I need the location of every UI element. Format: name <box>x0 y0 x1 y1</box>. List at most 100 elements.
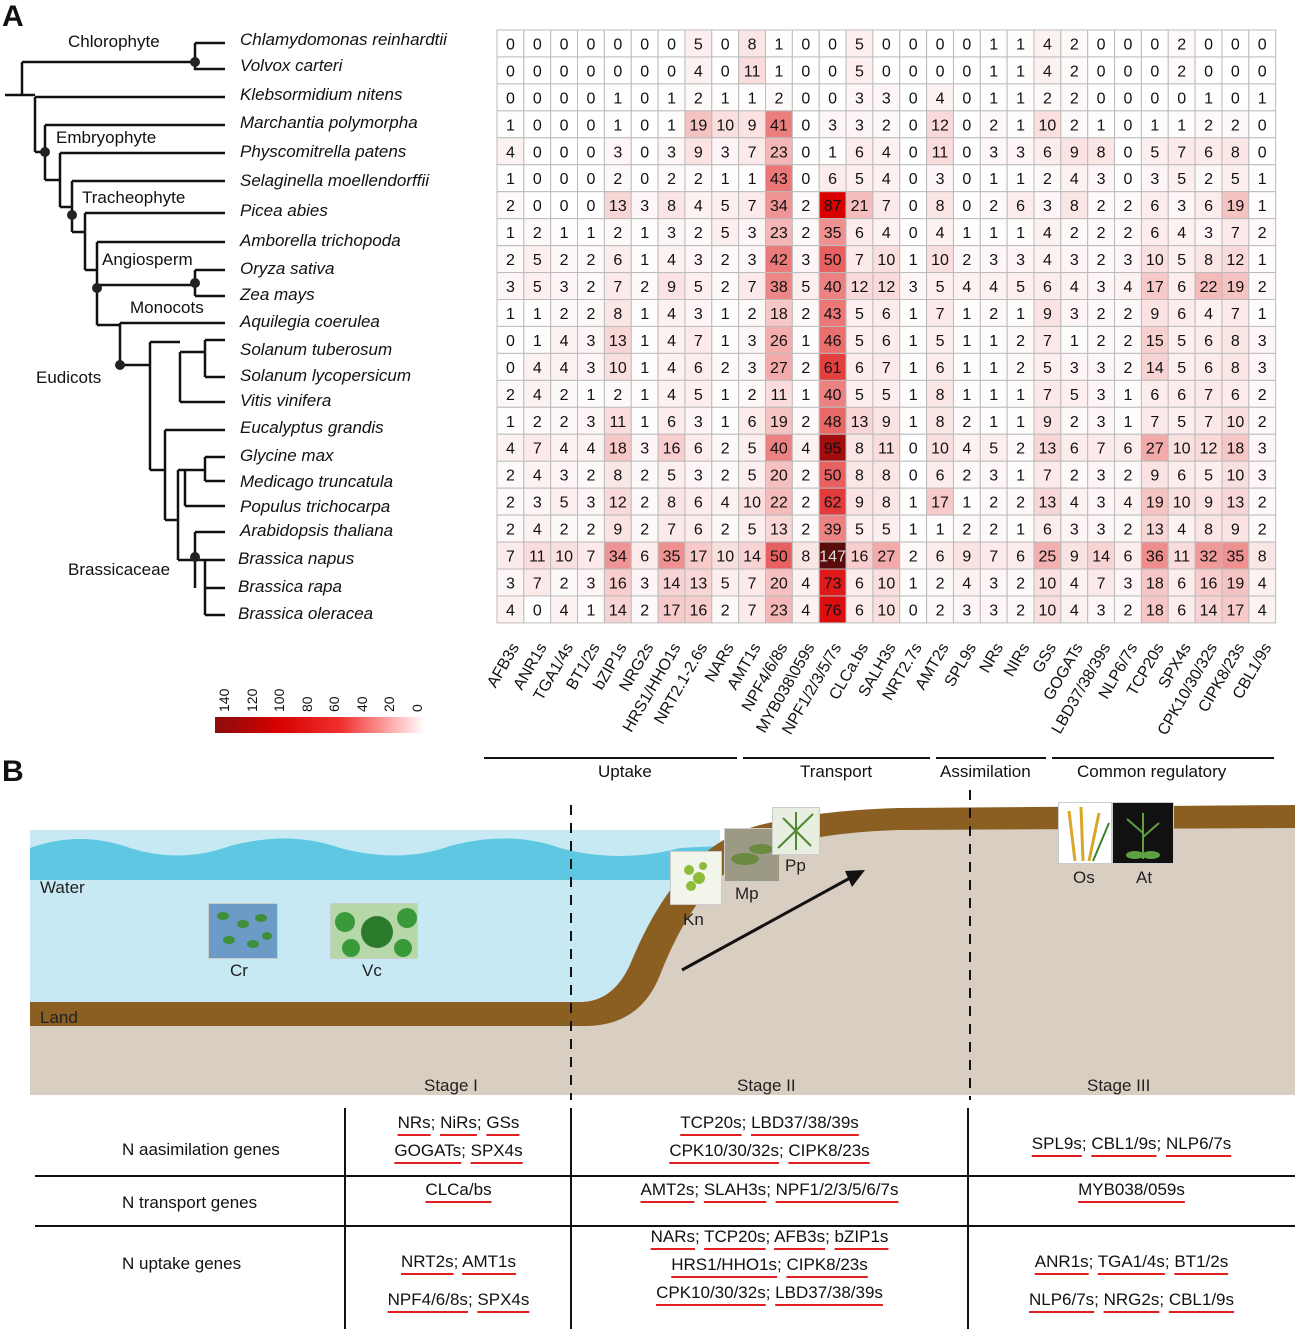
gene-name: TGA1/4s <box>1097 1252 1165 1271</box>
heatmap-value: 6 <box>1204 198 1213 215</box>
heatmap-cell <box>1006 164 1035 193</box>
heatmap-cell <box>684 218 713 247</box>
heatmap-cell <box>496 191 525 220</box>
color-scale-tick: 100 <box>271 688 287 712</box>
heatmap-cell <box>1087 164 1116 193</box>
heatmap-cell <box>1248 110 1277 139</box>
heatmap-cell <box>711 164 740 193</box>
heatmap-value: 2 <box>506 495 515 512</box>
heatmap-cell <box>738 110 767 139</box>
heatmap-value: 4 <box>1177 225 1186 242</box>
group-label-assimilation: Assimilation <box>940 762 1031 781</box>
evolution-arrow <box>681 876 851 972</box>
heatmap-value: 8 <box>855 441 864 458</box>
heatmap-value: 6 <box>1043 144 1052 161</box>
heatmap-value: 3 <box>1097 171 1106 188</box>
heatmap-value: 2 <box>801 360 810 377</box>
heatmap-value: 5 <box>882 387 891 404</box>
heatmap-value: 11 <box>771 387 788 404</box>
heatmap-cell <box>765 83 793 112</box>
heatmap-cell <box>818 56 847 85</box>
at-photo <box>1112 802 1174 864</box>
heatmap-value: 10 <box>1173 495 1191 512</box>
heatmap-cell <box>684 406 713 435</box>
heatmap-cell <box>684 299 713 327</box>
heatmap-cell <box>1221 137 1250 166</box>
heatmap-cell <box>630 514 659 543</box>
species-label: Medicago truncatula <box>240 472 394 491</box>
heatmap-value: 8 <box>855 468 864 485</box>
heatmap-value: 0 <box>909 602 918 619</box>
gene-name: CLCa/bs <box>425 1180 492 1199</box>
heatmap-cell <box>1221 299 1250 327</box>
heatmap-value: 1 <box>1258 90 1267 107</box>
heatmap-value: 1 <box>721 333 730 350</box>
heatmap-value: 0 <box>560 198 569 215</box>
heatmap-value: 3 <box>640 198 649 215</box>
heatmap-value: 3 <box>667 144 676 161</box>
heatmap-value: 1 <box>962 225 971 242</box>
heatmap-cell <box>630 299 659 327</box>
heatmap-cell <box>630 272 659 300</box>
gene-name: CBL1/9s <box>1091 1134 1157 1153</box>
heatmap-value: 4 <box>801 575 810 592</box>
heatmap-cell <box>577 218 605 247</box>
separator: ; <box>741 1113 752 1132</box>
heatmap-value: 6 <box>1124 441 1133 458</box>
heatmap-value: 1 <box>1258 252 1267 269</box>
heatmap-cell <box>1006 218 1035 247</box>
heatmap-value: 3 <box>506 279 515 296</box>
heatmap-value: 0 <box>936 63 945 80</box>
heatmap-value: 1 <box>801 387 810 404</box>
heatmap-value: 7 <box>748 198 757 215</box>
heatmap-value: 1 <box>667 117 676 134</box>
heatmap-value: 1 <box>506 171 515 188</box>
heatmap-value: 0 <box>909 171 918 188</box>
heatmap-value: 1 <box>721 90 730 107</box>
heatmap-value: 7 <box>1150 414 1159 431</box>
gene-name: CBL1/9s <box>1168 1290 1235 1309</box>
heatmap-value: 0 <box>962 36 971 53</box>
heatmap-cell <box>1087 595 1116 624</box>
heatmap-value: 2 <box>1124 522 1133 539</box>
heatmap-value: 3 <box>962 602 971 619</box>
heatmap-value: 5 <box>1177 252 1186 269</box>
heatmap-value: 4 <box>1124 279 1133 296</box>
heatmap-value: 3 <box>1150 171 1159 188</box>
gene-list-line: HRS1/HHO1s; CIPK8/23s <box>571 1251 968 1279</box>
heatmap-cell <box>738 56 767 85</box>
heatmap-cell <box>1167 433 1196 462</box>
heatmap-value: 0 <box>882 36 891 53</box>
heatmap-value: 7 <box>1097 441 1106 458</box>
heatmap-value: 0 <box>506 333 515 350</box>
heatmap-value: 10 <box>877 252 895 269</box>
heatmap-value: 11 <box>1173 549 1190 566</box>
heatmap-value: 1 <box>909 522 918 539</box>
species-label: Volvox carteri <box>240 56 343 75</box>
heatmap-value: 2 <box>721 522 730 539</box>
heatmap-value: 9 <box>694 144 703 161</box>
heatmap-cell <box>550 191 579 220</box>
heatmap-value: 2 <box>1204 171 1213 188</box>
panel-label-b: B <box>2 755 24 788</box>
heatmap-cell <box>818 568 847 597</box>
heatmap-value: 2 <box>1124 306 1133 323</box>
heatmap-cell <box>1033 433 1062 462</box>
heatmap-value: 6 <box>613 252 622 269</box>
gene-name: SLAH3s <box>703 1180 767 1199</box>
species-label: Physcomitrella patens <box>240 142 407 161</box>
heatmap-value: 6 <box>1177 306 1186 323</box>
heatmap-value: 5 <box>694 36 703 53</box>
heatmap-cell <box>952 460 981 489</box>
heatmap-cell <box>577 514 605 543</box>
heatmap-value: 2 <box>1016 333 1025 350</box>
heatmap-value: 3 <box>1097 495 1106 512</box>
heatmap-value: 8 <box>936 198 945 215</box>
heatmap-value: 0 <box>533 171 542 188</box>
heatmap-value: 32 <box>1200 549 1218 566</box>
gene-list-line: ANR1s; TGA1/4s; BT1/2s <box>968 1248 1295 1276</box>
heatmap-value: 1 <box>640 252 649 269</box>
gene-list-line: CLCa/bs <box>346 1176 571 1204</box>
heatmap-value: 2 <box>801 198 810 215</box>
heatmap-value: 2 <box>801 495 810 512</box>
